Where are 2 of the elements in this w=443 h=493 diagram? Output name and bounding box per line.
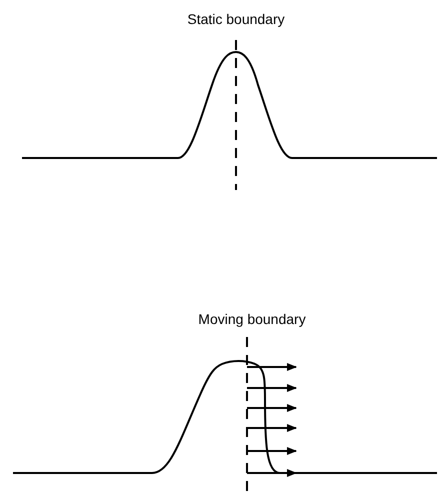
panel-label: Static boundary [187,11,285,27]
panel-label: Moving boundary [198,311,306,327]
